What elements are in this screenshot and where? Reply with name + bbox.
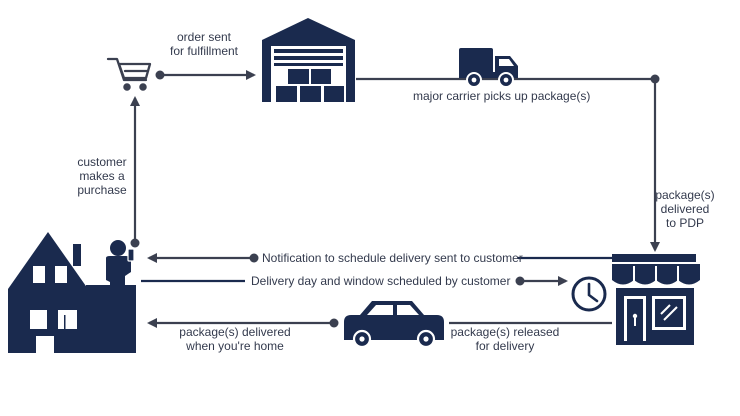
label-pdp-line2: delivered bbox=[660, 202, 710, 216]
label-home-line1: package(s) delivered bbox=[179, 325, 291, 339]
label-scheduled: Delivery day and window scheduled by cus… bbox=[251, 274, 511, 288]
label-home-line2: when you're home bbox=[186, 339, 284, 353]
label-carrier-pickup: major carrier picks up package(s) bbox=[413, 89, 591, 103]
label-purchase-line1: customer bbox=[77, 155, 127, 169]
label-released: package(s) released for delivery bbox=[445, 325, 565, 353]
label-pdp-line3: to PDP bbox=[665, 216, 704, 230]
shopping-cart-icon bbox=[106, 57, 152, 91]
flow-connectors bbox=[130, 70, 660, 328]
label-purchase-line2: makes a bbox=[79, 169, 125, 183]
label-pdp-line1: package(s) bbox=[655, 188, 715, 202]
delivery-truck-icon bbox=[459, 48, 518, 88]
label-released-line1: package(s) released bbox=[450, 325, 560, 339]
car-icon bbox=[344, 301, 444, 349]
customer-with-phone-icon bbox=[106, 240, 135, 306]
label-customer-purchase: customer makes a purchase bbox=[70, 155, 134, 197]
label-notification: Notification to schedule delivery sent t… bbox=[262, 251, 523, 265]
label-order-sent: order sent for fulfillment bbox=[158, 30, 250, 58]
label-delivered-home: package(s) delivered when you're home bbox=[175, 325, 295, 353]
label-released-line2: for delivery bbox=[475, 339, 535, 353]
label-order-sent-line1: order sent bbox=[176, 30, 232, 44]
label-delivered-to-pdp: package(s) delivered to PDP bbox=[645, 188, 725, 230]
connector-dots bbox=[130, 70, 660, 328]
pickup-store-icon bbox=[612, 254, 700, 345]
label-order-sent-line2: for fulfillment bbox=[169, 44, 239, 58]
warehouse-icon bbox=[262, 18, 355, 102]
label-purchase-line3: purchase bbox=[77, 183, 127, 197]
clock-icon bbox=[571, 276, 607, 312]
